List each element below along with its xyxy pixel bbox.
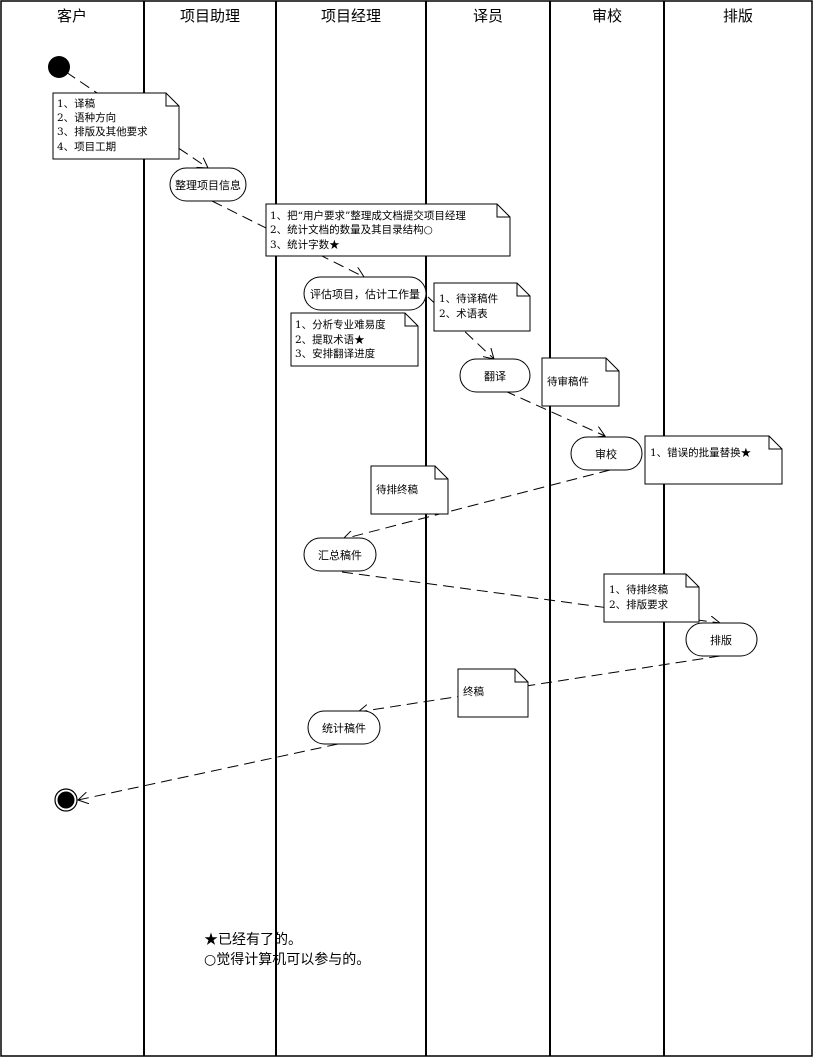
svg-text:3、安排翻译进度: 3、安排翻译进度 xyxy=(295,347,376,360)
flow-evaluate-to-translate xyxy=(427,296,494,359)
lane-title-customer: 客户 xyxy=(57,7,87,25)
svg-text:汇总稿件: 汇总稿件 xyxy=(318,548,362,562)
svg-text:翻译: 翻译 xyxy=(484,369,506,383)
svg-text:1、待译稿件: 1、待译稿件 xyxy=(439,292,498,305)
svg-text:审校: 审校 xyxy=(595,447,617,461)
activity-organize: 整理项目信息 xyxy=(169,167,247,202)
svg-text:1、错误的批量替换★: 1、错误的批量替换★ xyxy=(650,446,752,459)
svg-text:3、统计字数★: 3、统计字数★ xyxy=(270,238,340,251)
legend-existing: ★已经有了的。 xyxy=(204,932,302,948)
end-node xyxy=(54,788,78,812)
svg-text:1、把“用户要求”整理成文档提交项目经理: 1、把“用户要求”整理成文档提交项目经理 xyxy=(270,209,466,222)
note-to-review: 待审稿件 xyxy=(541,357,620,407)
note-manager: 1、分析专业难易度 2、提取术语★ 3、安排翻译进度 xyxy=(290,312,419,367)
svg-text:统计稿件: 统计稿件 xyxy=(322,721,366,735)
lane-title-typesetter: 排版 xyxy=(723,7,753,25)
flow-typeset-to-count xyxy=(358,655,721,712)
svg-text:1、待排终稿: 1、待排终稿 xyxy=(609,583,668,596)
activity-typeset: 排版 xyxy=(685,622,758,657)
svg-text:1、译稿: 1、译稿 xyxy=(57,97,95,110)
svg-text:待排终稿: 待排终稿 xyxy=(376,483,418,496)
flow-connectors xyxy=(65,71,721,800)
svg-text:终稿: 终稿 xyxy=(463,685,484,698)
lane-title-assistant: 项目助理 xyxy=(180,7,240,25)
lane-titles: 客户 项目助理 项目经理 译员 审校 排版 xyxy=(57,7,753,25)
start-node xyxy=(48,56,70,78)
activity-translate: 翻译 xyxy=(459,358,531,393)
svg-text:待审稿件: 待审稿件 xyxy=(547,375,589,388)
svg-text:2、语种方向: 2、语种方向 xyxy=(57,111,116,124)
svg-text:2、统计文档的数量及其目录结构○: 2、统计文档的数量及其目录结构○ xyxy=(270,223,433,236)
svg-text:1、分析专业难易度: 1、分析专业难易度 xyxy=(295,318,386,331)
svg-text:2、排版要求: 2、排版要求 xyxy=(609,598,669,611)
svg-text:2、术语表: 2、术语表 xyxy=(439,307,488,320)
note-customer: 1、译稿 2、语种方向 3、排版及其他要求 4、项目工期 xyxy=(52,92,180,160)
activity-count: 统计稿件 xyxy=(307,710,381,745)
note-review-task: 1、错误的批量替换★ xyxy=(644,435,783,485)
flow-review-to-collect xyxy=(343,469,611,539)
activity-review: 审校 xyxy=(570,436,643,471)
activity-collect: 汇总稿件 xyxy=(303,537,377,572)
svg-text:排版: 排版 xyxy=(710,633,732,647)
lane-title-reviewer: 审校 xyxy=(592,7,622,25)
svg-text:4、项目工期: 4、项目工期 xyxy=(57,141,116,153)
flow-translate-to-review xyxy=(504,390,605,436)
note-final: 终稿 xyxy=(457,668,529,718)
activity-evaluate: 评估项目，估计工作量 xyxy=(303,276,427,311)
flow-organize-to-evaluate xyxy=(211,200,364,277)
legend-computer-assist: ○觉得计算机可以参与的。 xyxy=(204,951,370,968)
flow-count-to-end xyxy=(78,743,339,800)
svg-text:2、提取术语★: 2、提取术语★ xyxy=(295,334,365,346)
note-to-translator: 1、待译稿件 2、术语表 xyxy=(433,282,531,332)
lane-title-translator: 译员 xyxy=(473,7,503,25)
flow-collect-to-typeset xyxy=(341,571,720,623)
lane-title-manager: 项目经理 xyxy=(321,7,381,25)
svg-text:评估项目，估计工作量: 评估项目，估计工作量 xyxy=(310,288,420,301)
note-to-collect: 待排终稿 xyxy=(370,465,449,515)
svg-text:3、排版及其他要求: 3、排版及其他要求 xyxy=(57,125,148,138)
note-assistant: 1、把“用户要求”整理成文档提交项目经理 2、统计文档的数量及其目录结构○ 3、… xyxy=(265,203,511,257)
note-to-typeset: 1、待排终稿 2、排版要求 xyxy=(603,573,700,623)
svg-text:整理项目信息: 整理项目信息 xyxy=(175,178,241,192)
legend: ★已经有了的。 ○觉得计算机可以参与的。 xyxy=(204,932,370,968)
